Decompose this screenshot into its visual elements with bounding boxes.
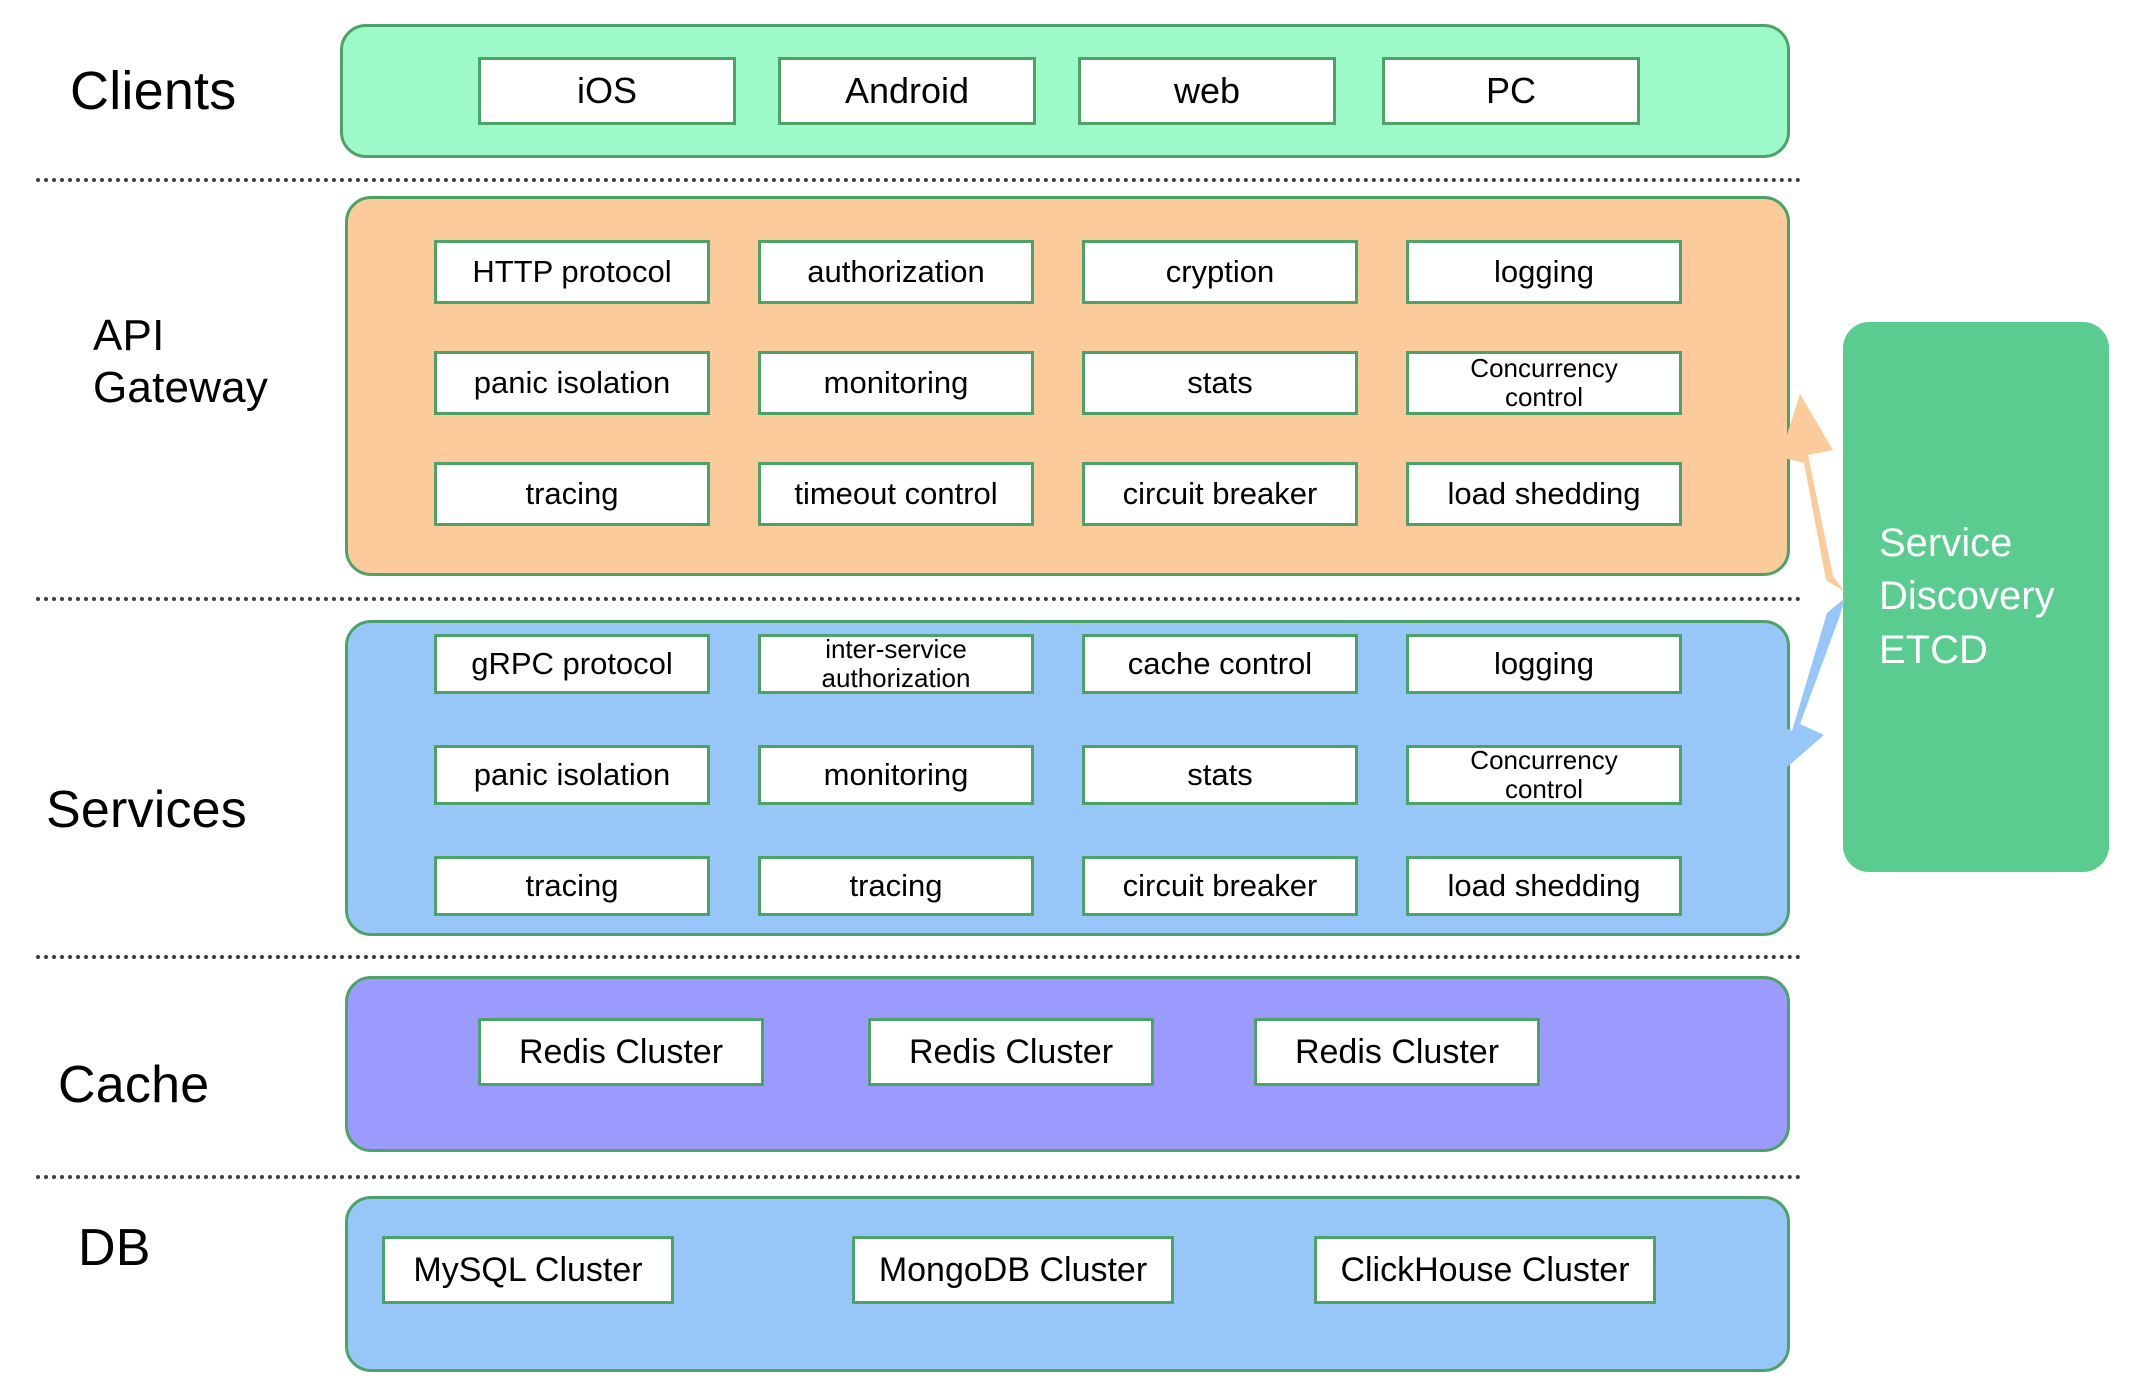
- separator-gateway-services: [36, 597, 1802, 601]
- row-label-services: Services: [46, 781, 247, 839]
- gateway-monitoring[interactable]: monitoring: [758, 351, 1034, 415]
- service-discovery-panel[interactable]: Service Discovery ETCD: [1843, 322, 2109, 872]
- gateway-panic-isolation[interactable]: panic isolation: [434, 351, 710, 415]
- service-discovery-label: Service Discovery ETCD: [1879, 521, 2055, 672]
- service-cache-control[interactable]: cache control: [1082, 634, 1358, 694]
- client-android[interactable]: Android: [778, 57, 1036, 125]
- separator-cache-db: [36, 1175, 1802, 1179]
- service-grpc-protocol[interactable]: gRPC protocol: [434, 634, 710, 694]
- service-tracing-1[interactable]: tracing: [434, 856, 710, 916]
- client-ios[interactable]: iOS: [478, 57, 736, 125]
- cache-redis-cluster-1[interactable]: Redis Cluster: [478, 1018, 764, 1086]
- row-label-db: DB: [78, 1219, 151, 1277]
- gateway-load-shedding[interactable]: load shedding: [1406, 462, 1682, 526]
- separator-clients-gateway: [36, 178, 1802, 182]
- gateway-concurrency-control[interactable]: Concurrency control: [1406, 351, 1682, 415]
- cache-redis-cluster-2[interactable]: Redis Cluster: [868, 1018, 1154, 1086]
- service-tracing-2[interactable]: tracing: [758, 856, 1034, 916]
- gateway-circuit-breaker[interactable]: circuit breaker: [1082, 462, 1358, 526]
- row-label-clients: Clients: [70, 61, 237, 121]
- db-mysql-cluster[interactable]: MySQL Cluster: [382, 1236, 674, 1304]
- gateway-logging[interactable]: logging: [1406, 240, 1682, 304]
- gateway-cryption[interactable]: cryption: [1082, 240, 1358, 304]
- row-label-cache: Cache: [58, 1056, 210, 1114]
- db-clickhouse-cluster[interactable]: ClickHouse Cluster: [1314, 1236, 1656, 1304]
- db-mongodb-cluster[interactable]: MongoDB Cluster: [852, 1236, 1174, 1304]
- gateway-http-protocol[interactable]: HTTP protocol: [434, 240, 710, 304]
- client-pc[interactable]: PC: [1382, 57, 1640, 125]
- row-label-api-gateway: API Gateway: [93, 311, 269, 412]
- service-concurrency-control[interactable]: Concurrency control: [1406, 745, 1682, 805]
- separator-services-cache: [36, 955, 1802, 959]
- gateway-stats[interactable]: stats: [1082, 351, 1358, 415]
- cache-redis-cluster-3[interactable]: Redis Cluster: [1254, 1018, 1540, 1086]
- service-monitoring[interactable]: monitoring: [758, 745, 1034, 805]
- service-stats[interactable]: stats: [1082, 745, 1358, 805]
- service-panic-isolation[interactable]: panic isolation: [434, 745, 710, 805]
- service-inter-service-authorization[interactable]: inter-service authorization: [758, 634, 1034, 694]
- service-load-shedding[interactable]: load shedding: [1406, 856, 1682, 916]
- service-logging[interactable]: logging: [1406, 634, 1682, 694]
- service-circuit-breaker[interactable]: circuit breaker: [1082, 856, 1358, 916]
- gateway-timeout-control[interactable]: timeout control: [758, 462, 1034, 526]
- gateway-authorization[interactable]: authorization: [758, 240, 1034, 304]
- gateway-tracing[interactable]: tracing: [434, 462, 710, 526]
- client-web[interactable]: web: [1078, 57, 1336, 125]
